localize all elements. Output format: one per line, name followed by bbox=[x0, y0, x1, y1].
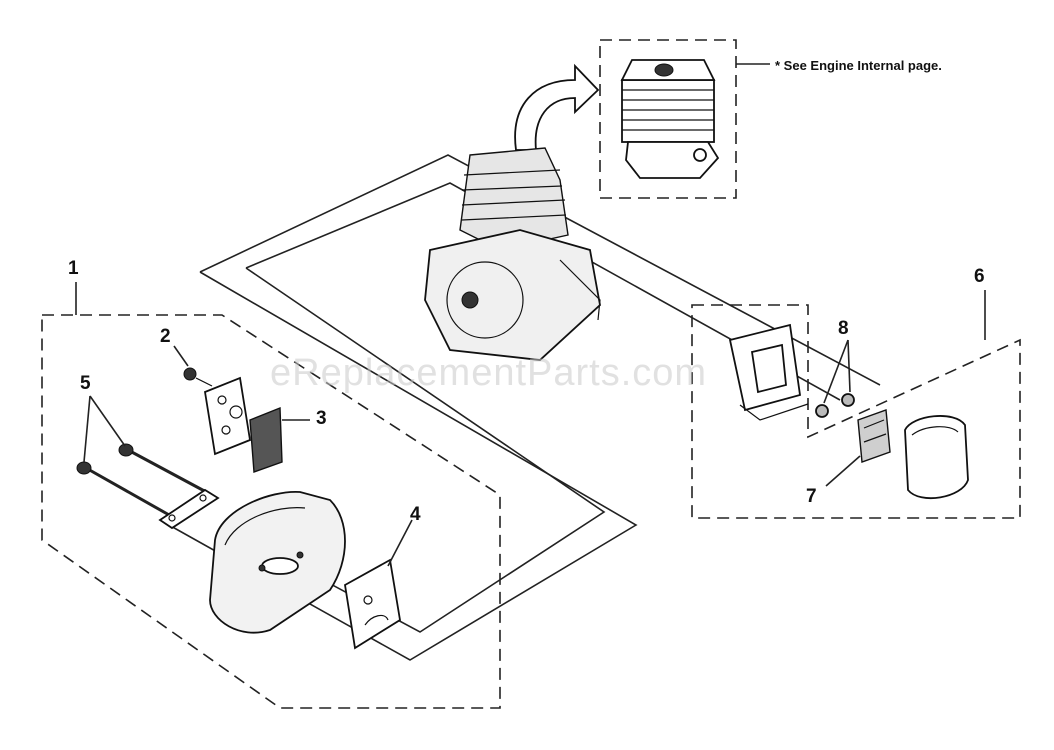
callout-7: 7 bbox=[806, 486, 817, 507]
callout-8: 8 bbox=[838, 318, 849, 339]
heat-shield-icon bbox=[344, 558, 401, 650]
callout-6: 6 bbox=[974, 266, 985, 287]
callout-1: 1 bbox=[68, 258, 79, 279]
screw-icon bbox=[183, 367, 213, 387]
gasket-plate-icon bbox=[158, 488, 220, 530]
spark-screen-icon bbox=[249, 406, 283, 473]
engine-block-icon bbox=[424, 147, 601, 361]
callout-2: 2 bbox=[160, 326, 171, 347]
group-1-dashed-box bbox=[41, 314, 501, 709]
bracket-plate-icon bbox=[203, 376, 252, 456]
air-filter-icon bbox=[857, 409, 891, 463]
callout-5: 5 bbox=[80, 373, 91, 394]
muffler-icon bbox=[209, 491, 346, 634]
carb-adapter-icon bbox=[728, 323, 809, 421]
engine-internal-inset-box bbox=[599, 39, 737, 199]
callout-3: 3 bbox=[316, 408, 327, 429]
watermark: eReplacementParts.com bbox=[270, 352, 708, 394]
callout-4: 4 bbox=[410, 504, 421, 525]
group-6-dashed-box bbox=[691, 304, 1021, 519]
air-filter-cover-icon bbox=[904, 415, 969, 499]
nut-icon bbox=[815, 393, 855, 418]
cylinder-icon bbox=[620, 59, 720, 179]
engine-internal-note: * See Engine Internal page. bbox=[775, 58, 942, 73]
bolt-icon bbox=[76, 443, 211, 522]
curved-arrow bbox=[514, 63, 600, 151]
